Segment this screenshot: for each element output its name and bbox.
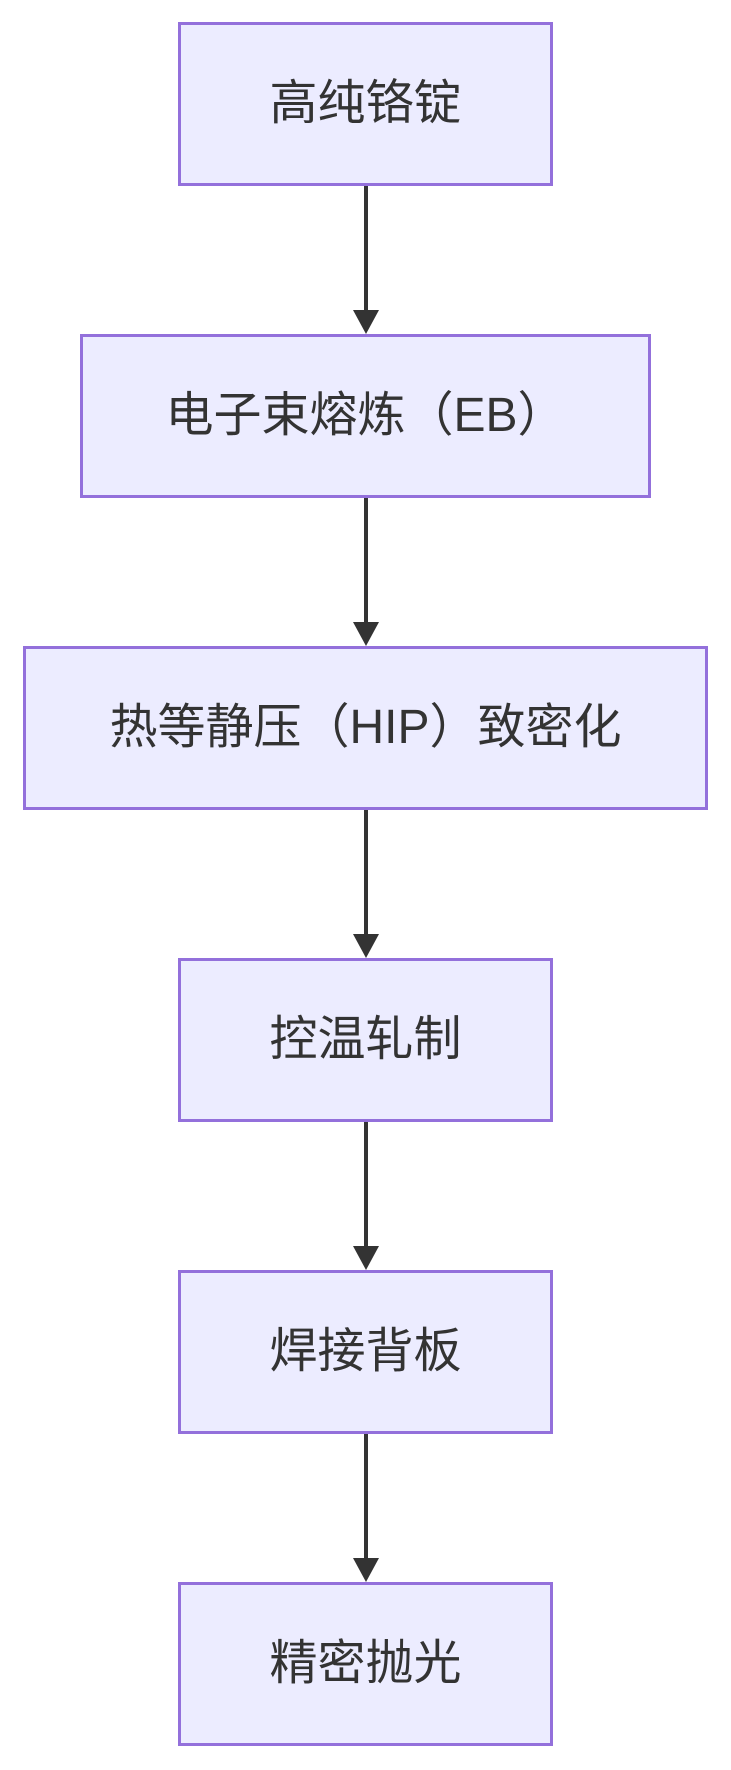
flow-node-high-purity-chromium-ingot: 高纯铬锭 (178, 22, 553, 186)
arrow-line (363, 810, 368, 934)
arrowhead-down-icon (352, 622, 379, 646)
flow-edge-2 (352, 498, 379, 646)
flow-node-label: 高纯铬锭 (269, 77, 462, 131)
flow-node-label: 电子束熔炼（EB） (165, 389, 566, 443)
flow-node-label: 焊接背板 (269, 1325, 462, 1379)
arrow-line (363, 186, 368, 310)
flow-node-electron-beam-melting: 电子束熔炼（EB） (80, 334, 651, 498)
flow-node-label: 精密抛光 (269, 1637, 462, 1691)
flow-node-welding-backing-plate: 焊接背板 (178, 1270, 553, 1434)
arrowhead-down-icon (352, 310, 379, 334)
flow-edge-5 (352, 1434, 379, 1582)
flow-node-hip-densification: 热等静压（HIP）致密化 (23, 646, 708, 810)
arrow-line (363, 1434, 368, 1558)
flow-edge-4 (352, 1122, 379, 1270)
arrowhead-down-icon (352, 1558, 379, 1582)
flow-node-precision-polishing: 精密抛光 (178, 1582, 553, 1746)
arrowhead-down-icon (352, 1246, 379, 1270)
flow-edge-1 (352, 186, 379, 334)
flow-node-label: 热等静压（HIP）致密化 (109, 701, 622, 755)
arrowhead-down-icon (352, 934, 379, 958)
flow-node-temperature-controlled-rolling: 控温轧制 (178, 958, 553, 1122)
flow-edge-3 (352, 810, 379, 958)
flow-node-label: 控温轧制 (269, 1013, 462, 1067)
arrow-line (363, 498, 368, 622)
arrow-line (363, 1122, 368, 1246)
